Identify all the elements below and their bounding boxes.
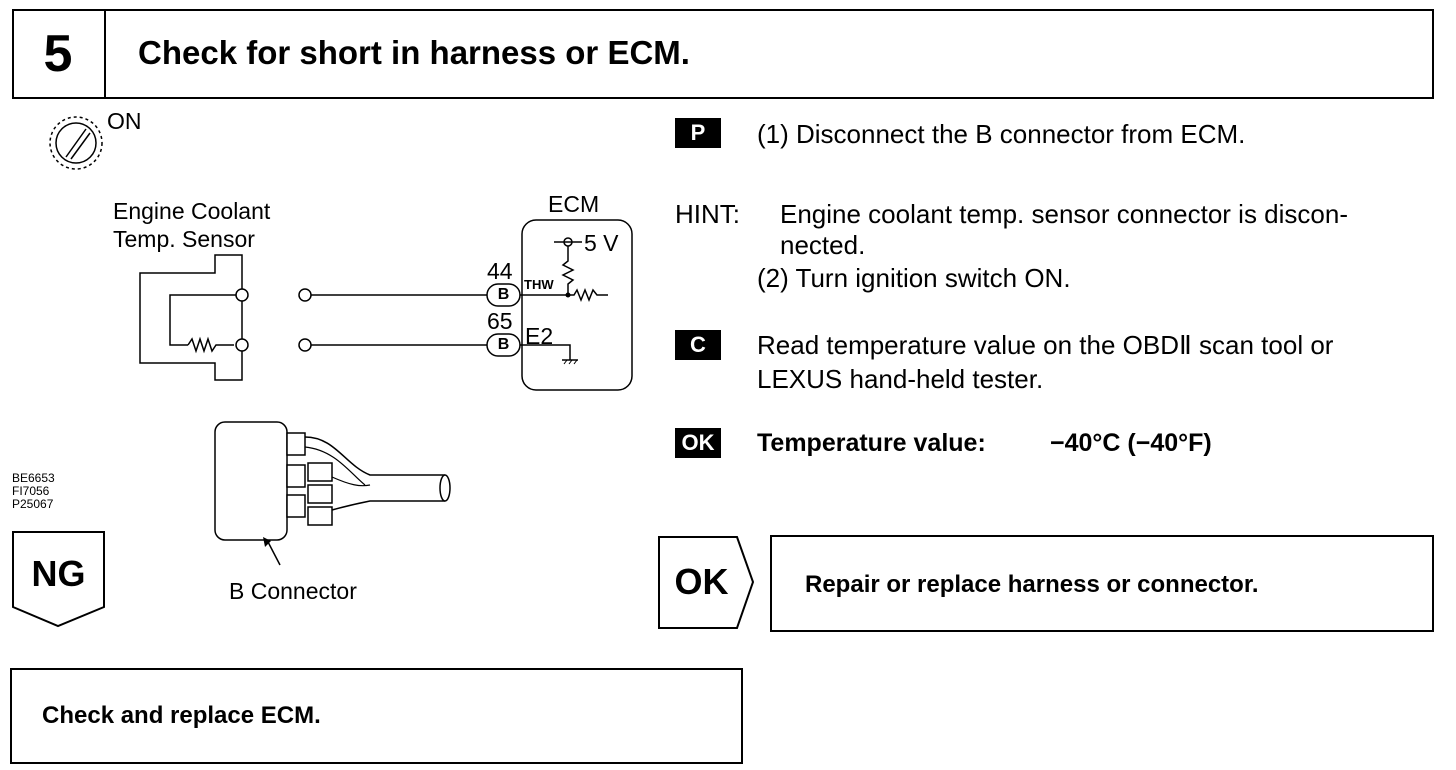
sensor-body xyxy=(139,254,243,381)
figure-code: FI7056 xyxy=(12,484,50,498)
ecm-box xyxy=(521,219,633,391)
check-line1: Read temperature value on the OBDⅡ scan … xyxy=(757,330,1334,360)
wiring-diagram xyxy=(139,219,633,391)
sensor-label-line1: Engine Coolant xyxy=(113,198,271,224)
ok-badge: OK xyxy=(675,428,721,458)
spec-label: Temperature value: xyxy=(757,429,986,457)
b-connector-illustration xyxy=(214,421,451,566)
hint-line2: nected. xyxy=(780,230,866,260)
ng-pentagon-shape xyxy=(12,531,105,628)
harness-end-1 xyxy=(298,288,312,302)
sensor-label-line2: Temp. Sensor xyxy=(113,226,255,252)
ignition-on-label: ON xyxy=(107,108,142,134)
hint-line1: Engine coolant temp. sensor connector is… xyxy=(780,199,1348,229)
harness-end-2 xyxy=(298,338,312,352)
ng-action-text: Check and replace ECM. xyxy=(42,702,321,729)
ok-arrow-shape xyxy=(658,536,755,629)
pin-44-connector-letter: B xyxy=(497,286,510,303)
ecm-label: ECM xyxy=(548,191,600,217)
ok-action-text: Repair or replace harness or connector. xyxy=(805,571,1259,598)
ecm-voltage-label: 5 V xyxy=(584,230,619,256)
b-connector-label: B Connector xyxy=(229,578,357,604)
step-number: 5 xyxy=(12,9,106,99)
figure-codes: BE6653 FI7056 P25067 xyxy=(12,472,55,511)
ok-label: OK xyxy=(674,561,729,602)
e2-label: E2 xyxy=(525,323,554,349)
pin-65-label: 65 xyxy=(487,308,513,334)
figure-code: BE6653 xyxy=(12,471,55,485)
step-header-box xyxy=(12,9,1434,99)
p-badge: P xyxy=(675,118,721,148)
thw-label: THW xyxy=(524,277,554,292)
pin-65-connector-letter: B xyxy=(497,336,510,353)
procedure-step2: (2) Turn ignition switch ON. xyxy=(757,263,1071,293)
spec-value: −40°C (−40°F) xyxy=(1050,429,1212,457)
sensor-resistor xyxy=(187,336,234,354)
hint-label: HINT: xyxy=(675,199,740,229)
ignition-switch-icon xyxy=(49,116,103,170)
ok-result-box xyxy=(770,535,1434,632)
procedure-step1: (1) Disconnect the B connector from ECM. xyxy=(757,119,1246,149)
step-title: Check for short in harness or ECM. xyxy=(138,34,690,71)
ecm-pullup-resistor xyxy=(561,246,575,293)
ng-result-box xyxy=(10,668,743,764)
sensor-terminal-2 xyxy=(235,338,249,352)
ng-label: NG xyxy=(31,553,86,594)
c-badge: C xyxy=(675,330,721,360)
pin-44-label: 44 xyxy=(487,258,513,284)
figure-code: P25067 xyxy=(12,497,54,511)
check-line2: LEXUS hand-held tester. xyxy=(757,364,1044,394)
sensor-terminal-1 xyxy=(235,288,249,302)
